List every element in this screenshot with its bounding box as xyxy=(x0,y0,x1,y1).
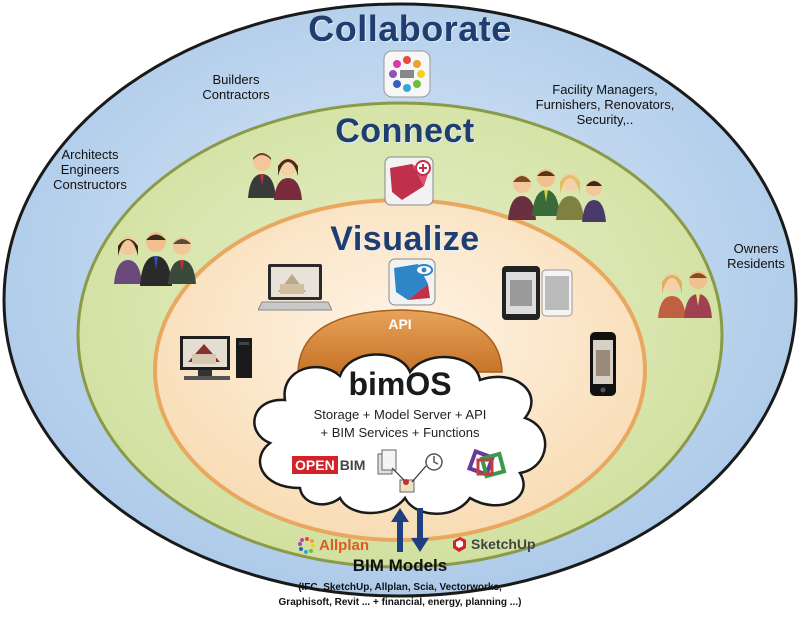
bim-models-line2: Graphisoft, Revit ... + financial, energ… xyxy=(278,597,522,608)
people-builders-icon xyxy=(248,153,302,200)
ring-title-collaborate: Collaborate xyxy=(308,8,512,49)
allplan-icon xyxy=(298,537,315,554)
core-line2: + BIM Services + Functions xyxy=(320,425,480,440)
sketchup-icon xyxy=(453,537,466,552)
people-architects-icon xyxy=(114,232,196,286)
interlocking-logo-icon xyxy=(466,448,507,479)
openbim-open: OPEN xyxy=(292,456,338,474)
core-line1: Storage + Model Server + API xyxy=(313,407,487,422)
sketchup-text: SketchUp xyxy=(471,536,536,552)
desktop-computer-icon xyxy=(180,336,252,380)
bim-models-line1: (IFC, SketchUp, Allplan, Scia, Vectorwor… xyxy=(298,582,502,593)
openbim-bim: BIM xyxy=(339,457,366,473)
people-facility-icon xyxy=(508,169,606,222)
bim-models-title: BIM Models xyxy=(352,556,448,575)
laptop-icon xyxy=(258,264,332,311)
api-label: API xyxy=(388,316,412,332)
core-title: bimOS xyxy=(348,366,452,402)
ring-title-connect: Connect xyxy=(335,112,475,150)
ring-title-visualize: Visualize xyxy=(330,220,480,258)
people-owners-icon xyxy=(658,271,712,318)
connect-app-icon[interactable] xyxy=(384,156,434,211)
visualize-app-icon[interactable] xyxy=(388,258,436,311)
allplan-logo: Allplan xyxy=(298,535,369,555)
sketchup-logo: SketchUp xyxy=(450,534,536,554)
label-facility-managers: Facility Managers,Furnishers, Renovators… xyxy=(535,82,675,127)
bidirectional-arrows-icon xyxy=(391,508,429,552)
collaborate-app-icon[interactable] xyxy=(383,50,431,103)
tablets-icon xyxy=(502,266,573,320)
services-diagram-icon xyxy=(377,449,443,493)
smartphone-icon xyxy=(590,332,616,396)
allplan-text: Allplan xyxy=(319,536,370,554)
